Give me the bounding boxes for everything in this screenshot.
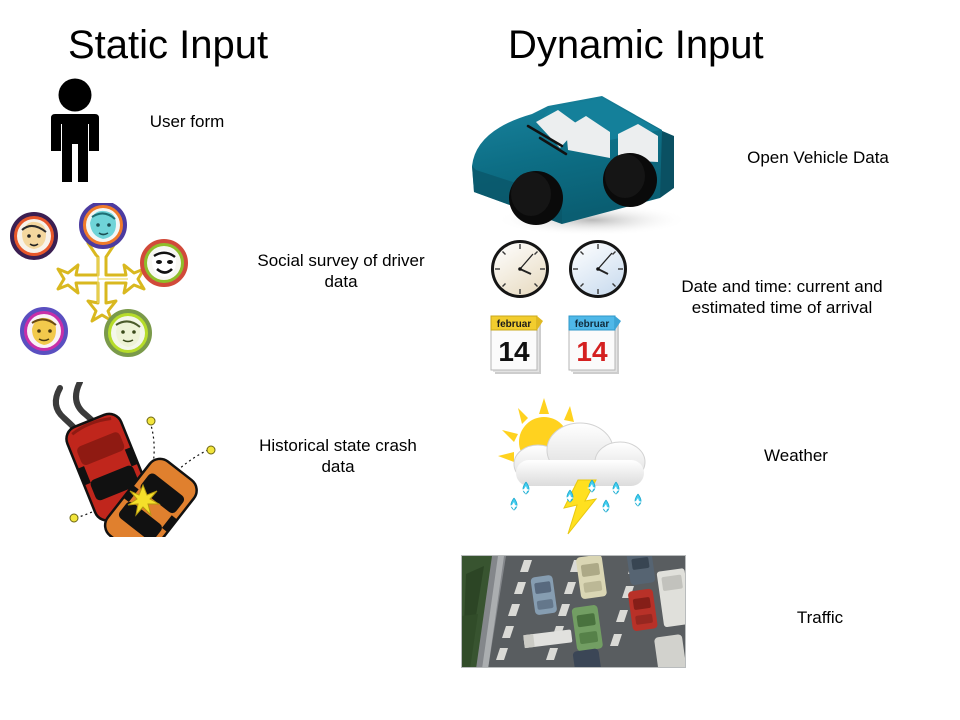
caption-open-vehicle-data: Open Vehicle Data [747,148,889,167]
caption-weather: Weather [764,446,828,465]
caption-traffic: Traffic [796,608,844,627]
caption-social-survey: Social survey of driver data [257,251,425,291]
weather-sun-cloud-rain-storm-icon [492,398,667,538]
svg-text:februar: februar [497,319,532,330]
caption-crash-data: Historical state crash data [259,436,417,476]
svg-text:14: 14 [576,336,608,367]
caption-date-and-time: Date and time: current and estimated tim… [681,277,883,317]
car-crash-icon [30,379,235,559]
caption-user-form: User form [149,112,225,131]
social-network-faces-icon [8,201,198,363]
svg-text:14: 14 [498,336,530,367]
social-face-2 [79,201,127,249]
clock-eta-icon [567,238,629,300]
calendar-current-icon: februar 14 [489,312,547,378]
car-icon [462,70,702,236]
social-face-3 [140,239,188,287]
calendar-eta-icon: februar 14 [567,312,625,378]
svg-text:februar: februar [575,319,610,330]
clock-current-icon [489,238,551,300]
social-face-5 [104,309,152,357]
social-face-1 [10,212,58,260]
page-title-static-input: Static Input [68,23,269,67]
person-pictogram-icon [44,78,110,183]
traffic-aerial-photo-icon [461,555,686,668]
page-title-dynamic-input: Dynamic Input [508,23,764,67]
social-face-4 [20,307,68,355]
